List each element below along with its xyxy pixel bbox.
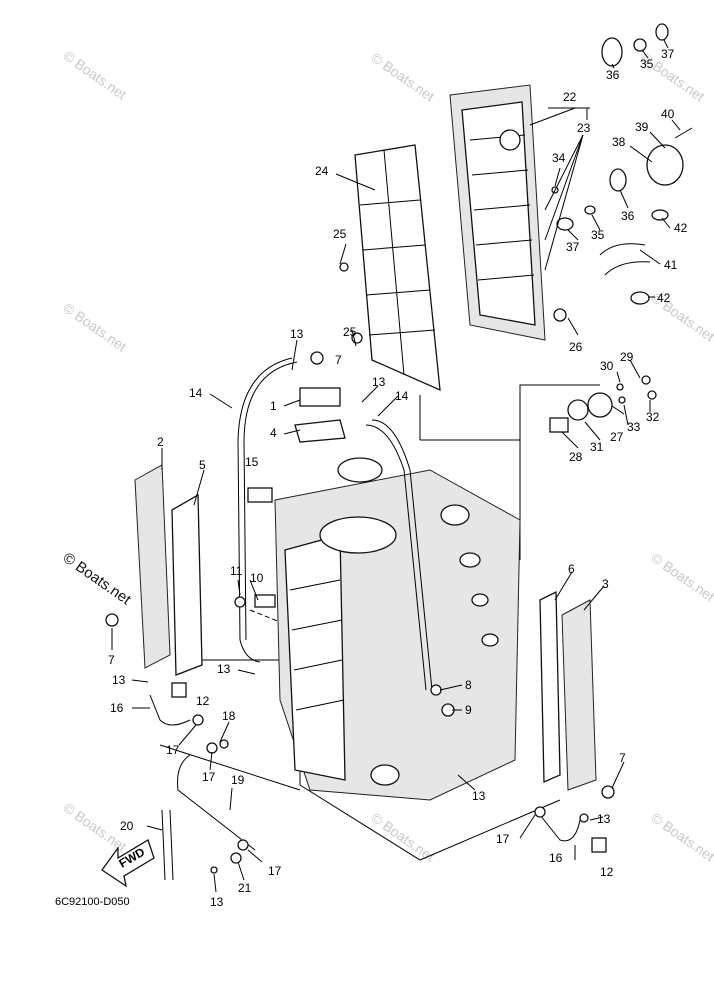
- callout-4: 4: [270, 426, 277, 440]
- cylinder-block: [274, 457, 521, 801]
- callout-21: 21: [238, 881, 252, 895]
- callout-24: 24: [315, 164, 329, 178]
- callout-22: 22: [563, 90, 577, 104]
- callout-32: 32: [646, 410, 660, 424]
- callout-40: 40: [661, 107, 675, 121]
- callout-14-left: 14: [189, 386, 203, 400]
- callout-13-b: 13: [372, 375, 386, 389]
- callout-12-right: 12: [600, 865, 614, 879]
- callout-42-top: 42: [674, 221, 688, 235]
- callout-labels: 1 2 3 4 5 6 7 7 7 8 9 10 11 12 12 13 13 …: [108, 47, 688, 909]
- diagram-code: 6C92100-D050: [55, 896, 130, 908]
- callout-17-c: 17: [268, 864, 282, 878]
- callout-7-left: 7: [108, 653, 115, 667]
- callout-18: 18: [222, 709, 236, 723]
- callout-13-e: 13: [472, 789, 486, 803]
- callout-12-left: 12: [196, 694, 210, 708]
- callout-41: 41: [664, 258, 678, 272]
- callout-6: 6: [568, 562, 575, 576]
- exhaust-cover-gasket: [354, 144, 441, 392]
- callout-13-g: 13: [210, 895, 224, 909]
- callout-23: 23: [577, 121, 591, 135]
- callout-36-mid: 36: [621, 209, 635, 223]
- callout-3: 3: [602, 577, 609, 591]
- callout-17-d: 17: [496, 832, 510, 846]
- callout-26: 26: [569, 340, 583, 354]
- callout-13-a: 13: [290, 327, 304, 341]
- callout-37-top: 37: [661, 47, 675, 61]
- watermark: © Boats.net: [60, 47, 129, 102]
- callout-31: 31: [590, 440, 604, 454]
- callout-5: 5: [199, 458, 206, 472]
- callout-38: 38: [612, 135, 626, 149]
- fittings: [105, 23, 693, 874]
- callout-27: 27: [610, 430, 624, 444]
- watermark: © Boats.net: [60, 299, 129, 354]
- callout-20: 20: [120, 819, 134, 833]
- exhaust-cover: [449, 84, 546, 341]
- callout-16-right: 16: [549, 851, 563, 865]
- callout-36-top: 36: [606, 68, 620, 82]
- callout-15: 15: [245, 455, 259, 469]
- right-water-jacket-cover: [539, 590, 597, 791]
- watermark: © Boats.net: [368, 49, 437, 104]
- callout-1: 1: [270, 399, 277, 413]
- callout-8: 8: [465, 678, 472, 692]
- callout-14-right: 14: [395, 389, 409, 403]
- callout-7-right: 7: [619, 751, 626, 765]
- watermark: © Boats.net: [648, 549, 714, 604]
- callout-39: 39: [635, 120, 649, 134]
- hoses: [149, 243, 651, 881]
- callout-29: 29: [620, 350, 634, 364]
- watermark: © Boats.net: [368, 809, 437, 864]
- callout-13-d: 13: [112, 673, 126, 687]
- callout-17-b: 17: [202, 770, 216, 784]
- callout-28: 28: [569, 450, 583, 464]
- callout-13-f: 13: [597, 812, 611, 826]
- callout-10: 10: [250, 571, 264, 585]
- callout-30: 30: [600, 359, 614, 373]
- callout-25-a: 25: [333, 227, 347, 241]
- callout-37-mid: 37: [566, 240, 580, 254]
- watermark: © Boats.net: [648, 809, 714, 864]
- callout-16-left: 16: [110, 701, 124, 715]
- left-water-jacket-cover: [134, 464, 203, 676]
- callout-35-top: 35: [640, 57, 654, 71]
- callout-19: 19: [231, 773, 245, 787]
- callout-17-a: 17: [166, 743, 180, 757]
- watermark: © Boats.net: [60, 549, 135, 608]
- callout-35-mid: 35: [591, 228, 605, 242]
- callout-2: 2: [157, 435, 164, 449]
- leader-lines: [111, 39, 681, 893]
- callout-34: 34: [552, 151, 566, 165]
- callout-9: 9: [465, 703, 472, 717]
- callout-42-bottom: 42: [657, 291, 671, 305]
- callout-25-b: 25: [343, 325, 357, 339]
- callout-33: 33: [627, 420, 641, 434]
- callout-11: 11: [230, 564, 243, 578]
- callout-13-c: 13: [217, 662, 231, 676]
- callout-7-top: 7: [335, 353, 342, 367]
